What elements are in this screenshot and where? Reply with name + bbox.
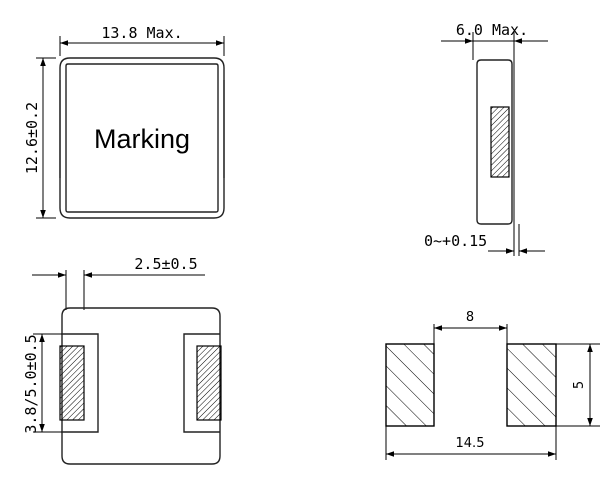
side-standoff-label: 0~+0.15 [424, 232, 487, 250]
bottom-left-terminal-pad [59, 345, 85, 421]
side-thickness-label: 6.0 Max. [456, 21, 528, 39]
bottom-view: 2.5±0.5 3.8/5.0±0.5 [22, 255, 222, 465]
bottom-term-width-label: 2.5±0.5 [134, 255, 197, 273]
land-pad-left [385, 343, 435, 427]
marking-text: Marking [94, 124, 190, 154]
land-pattern-view: 8 14.5 5 [385, 310, 600, 460]
bottom-right-terminal-pad [196, 345, 222, 421]
land-height-label: 5 [572, 381, 587, 389]
top-width-label: 13.8 Max. [101, 24, 182, 42]
land-gap-label: 8 [466, 310, 474, 325]
land-total-label: 14.5 [456, 436, 485, 451]
top-body-inner-outline [65, 63, 219, 213]
side-terminal-pad [490, 106, 510, 178]
top-view: 13.8 Max. 12.6±0.2 Marking [23, 24, 225, 219]
side-view: 6.0 Max. 0~+0.15 [424, 21, 548, 256]
bottom-term-height-label: 3.8/5.0±0.5 [22, 334, 40, 433]
top-body-outline [59, 57, 225, 219]
land-pad-right [506, 343, 557, 427]
bottom-right-terminal-bracket [183, 333, 220, 433]
bottom-body-outline [61, 307, 221, 465]
side-body-outline [476, 59, 513, 225]
top-height-label: 12.6±0.2 [23, 102, 41, 174]
bottom-left-terminal-bracket [62, 333, 99, 433]
